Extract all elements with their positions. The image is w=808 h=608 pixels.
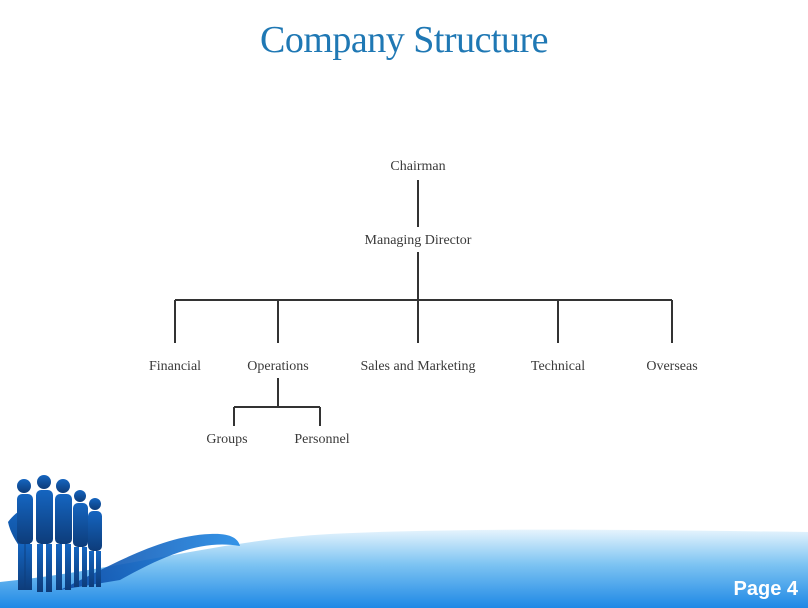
footer-swoosh: [60, 533, 240, 590]
node-sales-and-marketing: Sales and Marketing: [360, 359, 476, 374]
footer-wave: [0, 529, 808, 608]
page-number: Page 4: [733, 578, 798, 600]
node-personnel: Personnel: [294, 432, 350, 447]
node-technical: Technical: [530, 359, 586, 374]
node-groups: Groups: [206, 432, 248, 447]
slide-title: Company Structure: [259, 19, 549, 61]
node-financial: Financial: [148, 359, 202, 374]
node-managing-director: Managing Director: [364, 233, 472, 248]
node-operations: Operations: [247, 359, 309, 374]
business-people-icon: [8, 475, 102, 592]
footer-banner: [0, 475, 808, 608]
node-chairman: Chairman: [390, 159, 446, 174]
node-overseas: Overseas: [646, 359, 698, 374]
